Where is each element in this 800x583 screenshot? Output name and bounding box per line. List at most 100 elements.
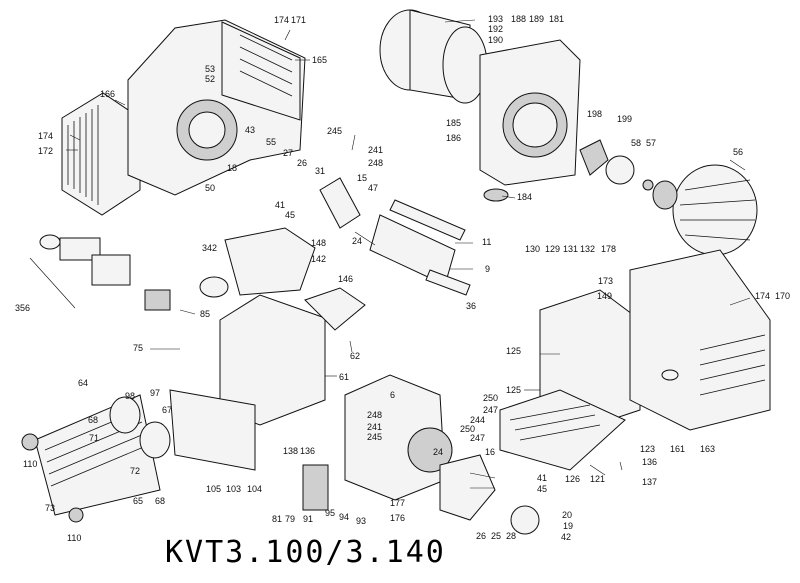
part-label: 136	[642, 457, 657, 467]
part-label: 52	[205, 74, 215, 84]
part-label: 248	[367, 410, 382, 420]
part-label: 47	[368, 183, 378, 193]
part-label: 245	[327, 126, 342, 136]
part-label: 26	[297, 158, 307, 168]
part-label: 61	[339, 372, 349, 382]
part-label: 342	[202, 243, 217, 253]
part-label: 184	[517, 192, 532, 202]
part-label: 110	[67, 533, 81, 543]
part-label: 58	[631, 138, 641, 148]
part-label: 244	[470, 415, 485, 425]
part-label: 177	[390, 498, 405, 508]
model-title: KVT3.100/3.140	[165, 535, 446, 570]
part-label: 19	[563, 521, 573, 531]
part-label: 247	[483, 405, 498, 415]
part-label: 125	[506, 385, 521, 395]
part-label: 72	[130, 466, 140, 476]
part-label: 142	[311, 254, 326, 264]
left-end-grille	[61, 92, 141, 216]
part-label: 146	[338, 274, 353, 284]
part-label: 170	[775, 291, 790, 301]
part-label: 149	[597, 291, 612, 301]
part-label: 85	[200, 309, 210, 319]
motor-assembly	[379, 9, 581, 202]
part-label: 68	[155, 496, 165, 506]
part-label: 247	[470, 433, 485, 443]
part-label: 95	[325, 508, 335, 518]
part-label: 43	[245, 125, 255, 135]
part-label: 11	[482, 237, 491, 247]
part-label: 250	[483, 393, 498, 403]
part-label: 245	[367, 432, 382, 442]
part-label: 93	[356, 516, 366, 526]
part-label: 174	[38, 131, 53, 141]
part-label: 62	[350, 351, 360, 361]
part-label: 188	[511, 14, 526, 24]
part-label: 28	[506, 531, 516, 541]
part-label: 248	[368, 158, 383, 168]
part-label: 241	[367, 422, 382, 432]
part-label: 186	[446, 133, 461, 143]
part-label: 27	[283, 148, 293, 158]
part-label: 125	[506, 346, 521, 356]
part-label: 173	[598, 276, 613, 286]
central-housing	[219, 227, 366, 426]
part-label: 53	[205, 64, 215, 74]
part-label: 190	[488, 35, 503, 45]
part-label: 105	[206, 484, 221, 494]
part-label: 15	[357, 173, 367, 183]
part-label: 185	[446, 118, 461, 128]
part-label: 110	[23, 459, 37, 469]
part-label: 199	[617, 114, 632, 124]
part-label: 55	[266, 137, 276, 147]
part-label: 174	[274, 15, 289, 25]
rotor-and-vanes	[319, 177, 471, 296]
part-label: 71	[89, 433, 99, 443]
part-label: 193	[488, 14, 503, 24]
part-label: 121	[590, 474, 605, 484]
part-label: 356	[15, 303, 30, 313]
part-label: 171	[291, 15, 306, 25]
part-label: 189	[529, 14, 544, 24]
part-label: 250	[460, 424, 475, 434]
part-label: 79	[285, 514, 295, 524]
upper-fan-housing	[127, 19, 306, 196]
part-label: 172	[38, 146, 53, 156]
silencers	[109, 389, 329, 511]
part-label: 16	[485, 447, 495, 457]
part-label: 198	[587, 109, 602, 119]
part-label: 9	[485, 264, 490, 274]
part-label: 97	[150, 388, 160, 398]
part-label: 42	[561, 532, 571, 542]
part-label: 24	[433, 447, 443, 457]
part-label: 75	[133, 343, 143, 353]
part-label: 81	[272, 514, 282, 524]
part-label: 57	[646, 138, 656, 148]
part-label: 131	[563, 244, 578, 254]
part-label: 73	[45, 503, 55, 513]
part-label: 18	[227, 163, 237, 173]
part-label: 137	[642, 477, 657, 487]
part-label: 136	[300, 446, 315, 456]
part-label: 45	[285, 210, 295, 220]
part-label: 94	[339, 512, 349, 522]
part-label: 36	[466, 301, 476, 311]
part-label: 148	[311, 238, 326, 248]
part-label: 65	[133, 496, 143, 506]
coupling-and-fan-wheel	[579, 139, 758, 256]
right-cooler-and-cover	[499, 249, 771, 471]
part-label: 20	[562, 510, 572, 520]
part-label: 129	[545, 244, 560, 254]
part-label: 98	[125, 391, 135, 401]
part-label: 6	[390, 390, 395, 400]
part-label: 41	[537, 473, 547, 483]
leader-lines	[29, 19, 751, 489]
part-label: 25	[491, 531, 501, 541]
part-label: 24	[352, 236, 362, 246]
part-label: 163	[700, 444, 715, 454]
part-label: 174	[755, 291, 770, 301]
part-label: 176	[390, 513, 405, 523]
part-label: 31	[315, 166, 325, 176]
part-label: 181	[549, 14, 564, 24]
